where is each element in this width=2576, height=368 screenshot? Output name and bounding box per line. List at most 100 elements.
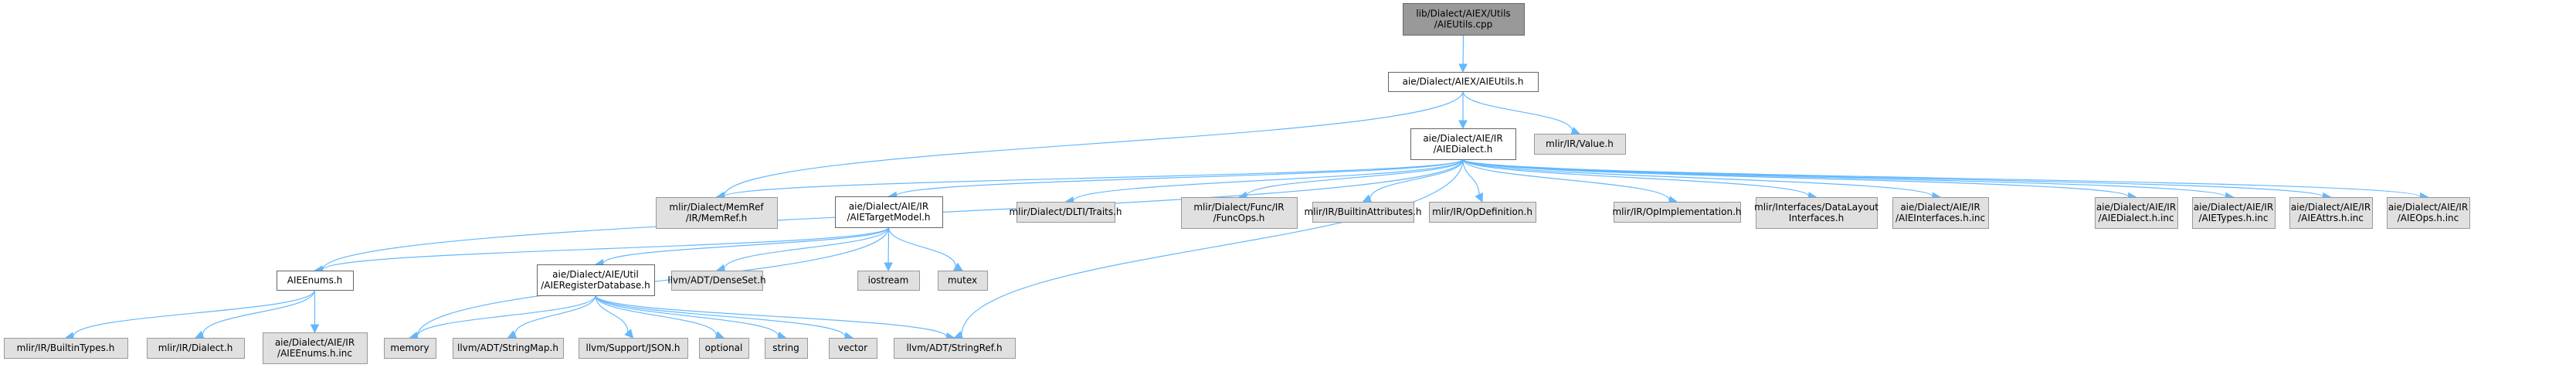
node-label: mlir/Dialect/DLTI/Traits.h bbox=[1009, 206, 1122, 217]
node-box bbox=[147, 338, 245, 359]
edge-aiedialect_h-to-aieops_inc bbox=[1462, 158, 2429, 202]
node-label: string bbox=[772, 342, 799, 353]
node-label: /AIEUtils.cpp bbox=[1434, 19, 1492, 30]
edges-layer bbox=[64, 34, 2429, 342]
edge-arrowhead bbox=[624, 329, 634, 339]
node-label: llvm/Support/JSON.h bbox=[586, 342, 680, 353]
edge-arrowhead bbox=[310, 324, 320, 334]
node-box bbox=[829, 338, 877, 359]
edge-arrowhead bbox=[1458, 120, 1468, 130]
edge-targetmodel_h-to-iostream bbox=[884, 227, 893, 272]
node-json: llvm/Support/JSON.h bbox=[579, 338, 688, 359]
edge-line bbox=[1462, 158, 1810, 197]
node-label: aie/Dialect/AIE/IR bbox=[1900, 202, 1980, 213]
edge-line bbox=[595, 295, 629, 332]
node-box bbox=[2289, 197, 2373, 229]
edge-line bbox=[1369, 158, 1464, 199]
edge-line bbox=[723, 90, 1464, 196]
node-iostream: iostream bbox=[857, 271, 920, 291]
node-box bbox=[1410, 128, 1516, 160]
edge-line bbox=[1462, 158, 2130, 197]
edge-line bbox=[1462, 158, 1480, 195]
node-label: Interfaces.h bbox=[1789, 213, 1844, 223]
node-label: mlir/Dialect/Func/IR bbox=[1193, 202, 1284, 213]
node-string: string bbox=[765, 338, 808, 359]
node-targetmodel_h[interactable]: aie/Dialect/AIE/IR/AIETargetModel.h bbox=[835, 196, 943, 228]
edge-line bbox=[514, 295, 596, 335]
edge-aieutils_h-to-aiedialect_h bbox=[1458, 91, 1468, 130]
node-box bbox=[1892, 197, 1989, 229]
node-label: aie/Dialect/AIEX/AIEUtils.h bbox=[1403, 77, 1524, 87]
node-aietypes_inc: aie/Dialect/AIE/IR/AIETypes.h.inc bbox=[2192, 197, 2276, 229]
node-builtintypes: mlir/IR/BuiltinTypes.h bbox=[4, 338, 128, 359]
node-denseset: llvm/ADT/DenseSet.h bbox=[667, 271, 766, 291]
node-label: memory bbox=[390, 342, 429, 353]
node-box bbox=[2192, 197, 2276, 229]
node-box bbox=[1312, 202, 1414, 223]
node-label: lib/Dialect/AIEX/Utils bbox=[1416, 9, 1510, 19]
edge-aieenums_h-to-aieenums_inc bbox=[310, 290, 320, 334]
edge-line bbox=[723, 158, 1464, 198]
edge-regdb_h-to-stringmap bbox=[507, 295, 596, 339]
node-memref_h: mlir/Dialect/MemRef/IR/MemRef.h bbox=[656, 197, 778, 229]
edge-line bbox=[1462, 158, 2422, 198]
node-box bbox=[1429, 202, 1536, 223]
edge-aiedialect_h-to-opdefinition bbox=[1462, 158, 1483, 203]
node-aieutils_h[interactable]: aie/Dialect/AIEX/AIEUtils.h bbox=[1388, 72, 1539, 92]
node-box bbox=[1534, 134, 1626, 155]
edge-line bbox=[1462, 158, 1670, 201]
node-label: mutex bbox=[948, 275, 977, 286]
node-box bbox=[2387, 197, 2470, 229]
node-funcops: mlir/Dialect/Func/IR/FuncOps.h bbox=[1181, 197, 1298, 229]
node-label: optional bbox=[705, 342, 743, 353]
edge-arrowhead bbox=[1458, 63, 1468, 73]
edge-regdb_h-to-string bbox=[595, 295, 787, 341]
node-value_h: mlir/IR/Value.h bbox=[1534, 134, 1626, 155]
node-label: /AIETypes.h.inc bbox=[2199, 213, 2269, 223]
node-box bbox=[537, 264, 655, 296]
edge-regdb_h-to-vector bbox=[595, 295, 854, 342]
node-label: AIEEnums.h bbox=[287, 275, 342, 286]
node-label: /IR/MemRef.h bbox=[686, 213, 747, 223]
node-aieenums_h[interactable]: AIEEnums.h bbox=[277, 271, 354, 291]
node-box bbox=[699, 338, 749, 359]
node-box bbox=[1614, 202, 1741, 223]
edge-line bbox=[1462, 158, 1933, 197]
node-box bbox=[671, 271, 763, 291]
node-opimplementation: mlir/IR/OpImplementation.h bbox=[1612, 202, 1742, 223]
nodes-layer: lib/Dialect/AIEX/Utils/AIEUtils.cpp aie/D… bbox=[4, 3, 2470, 364]
edge-line bbox=[1462, 90, 1573, 131]
node-box bbox=[1403, 3, 1525, 36]
node-label: /AIEDialect.h bbox=[1434, 144, 1493, 155]
node-label: mlir/Dialect/MemRef bbox=[669, 202, 764, 213]
node-label: aie/Dialect/AIE/IR bbox=[2388, 202, 2468, 213]
edge-line bbox=[73, 289, 316, 337]
node-label: aie/Dialect/AIE/IR bbox=[275, 337, 355, 348]
edge-targetmodel_h-to-mutex bbox=[888, 227, 963, 271]
edge-aiedialect_h-to-aieattrs_inc bbox=[1462, 158, 2332, 202]
node-aieenums_inc: aie/Dialect/AIE/IR/AIEEnums.h.inc bbox=[263, 332, 368, 364]
node-memory: memory bbox=[384, 338, 436, 359]
node-label: mlir/IR/OpImplementation.h bbox=[1612, 206, 1741, 217]
edge-line bbox=[595, 295, 718, 336]
node-label: vector bbox=[838, 342, 867, 353]
node-aieinterfaces_inc: aie/Dialect/AIE/IR/AIEInterfaces.h.inc bbox=[1892, 197, 1989, 229]
node-box bbox=[938, 271, 988, 291]
node-label: aie/Dialect/AIE/IR bbox=[1423, 133, 1502, 144]
node-box bbox=[765, 338, 808, 359]
node-box bbox=[1181, 197, 1298, 229]
node-root[interactable]: lib/Dialect/AIEX/Utils/AIEUtils.cpp bbox=[1403, 3, 1525, 36]
node-label: mlir/IR/BuiltinTypes.h bbox=[17, 342, 115, 353]
node-regdb_h[interactable]: aie/Dialect/AIE/Util/AIERegisterDatabase… bbox=[537, 264, 655, 296]
node-dlti_traits: mlir/Dialect/DLTI/Traits.h bbox=[1009, 202, 1122, 223]
node-label: mlir/IR/Value.h bbox=[1546, 138, 1614, 149]
node-aiedialect_h[interactable]: aie/Dialect/AIE/IR/AIEDialect.h bbox=[1410, 128, 1516, 160]
node-aieattrs_inc: aie/Dialect/AIE/IR/AIEAttrs.h.inc bbox=[2289, 197, 2373, 229]
edge-root-to-aieutils_h bbox=[1458, 34, 1468, 73]
node-label: mlir/IR/Dialect.h bbox=[158, 342, 233, 353]
node-label: mlir/Interfaces/DataLayout bbox=[1754, 202, 1879, 213]
node-label: iostream bbox=[868, 275, 909, 286]
node-label: aie/Dialect/AIE/IR bbox=[849, 201, 928, 212]
